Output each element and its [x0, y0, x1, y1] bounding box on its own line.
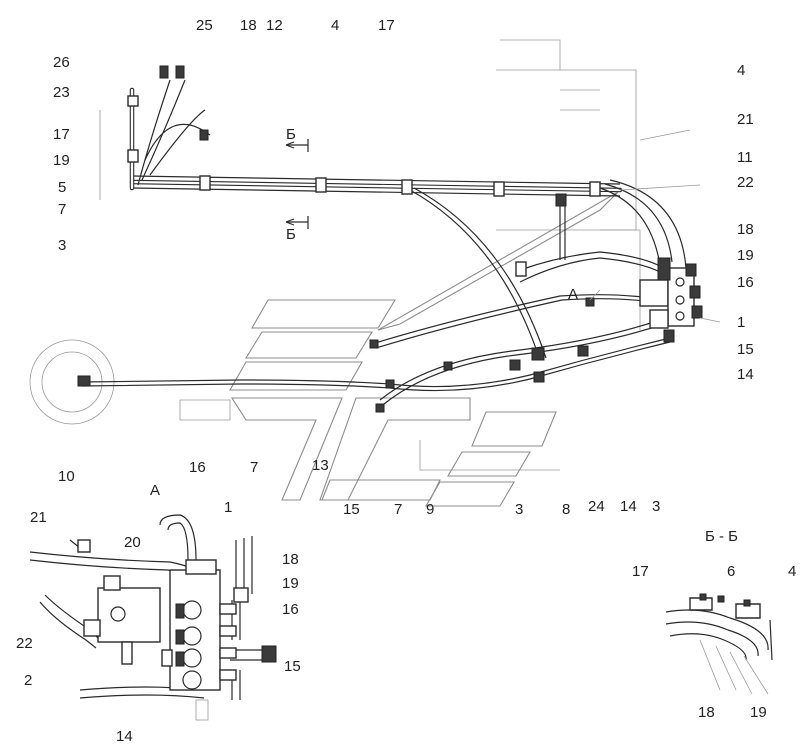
callout-24: 24	[588, 498, 605, 515]
callout-26: 26	[53, 54, 70, 71]
view-bb-callout-17: 17	[632, 563, 649, 580]
callout-17-left: 17	[53, 126, 70, 143]
callout-3-bottom: 3	[515, 501, 524, 518]
callout-4-right: 4	[737, 62, 746, 79]
callout-19-right: 19	[737, 247, 754, 264]
callout-21: 21	[737, 111, 754, 128]
callout-19: 19	[53, 152, 70, 169]
callout-7-bottom: 7	[250, 459, 259, 476]
callout-3-bottom2: 3	[652, 498, 661, 515]
callout-10: 10	[58, 468, 75, 485]
view-bb-callout-4: 4	[788, 563, 797, 580]
callout-18-right: 18	[737, 221, 754, 238]
view-a-title: А	[150, 482, 161, 499]
view-bb-callout-6: 6	[727, 563, 736, 580]
callout-17: 17	[378, 17, 395, 34]
machine-outline	[29, 39, 641, 471]
section-mark-b-bottom: Б	[286, 226, 296, 243]
view-a-callout-1: 1	[224, 499, 233, 516]
callout-13: 13	[312, 457, 329, 474]
view-bb-callout-18: 18	[698, 704, 715, 721]
callout-23: 23	[53, 84, 70, 101]
view-bb-callout-19: 19	[750, 704, 767, 721]
callout-12: 12	[266, 17, 283, 34]
view-a-marker: А	[568, 286, 579, 303]
callout-3: 3	[58, 237, 67, 254]
section-mark-b-top: Б	[286, 126, 296, 143]
callout-9: 9	[426, 501, 435, 518]
view-a-callout-14: 14	[116, 728, 133, 745]
view-a-callout-22: 22	[16, 635, 33, 652]
callout-22: 22	[737, 174, 754, 191]
section-cut-marks	[285, 139, 309, 229]
view-a-callout-16: 16	[282, 601, 299, 618]
callout-14: 14	[737, 366, 754, 383]
view-bb-title: Б - Б	[705, 528, 739, 545]
callout-15: 15	[737, 341, 754, 358]
callout-14-bottom: 14	[620, 498, 637, 515]
leader-lines	[589, 129, 721, 323]
view-a-callout-20: 20	[124, 534, 141, 551]
callout-25: 25	[196, 17, 213, 34]
callout-16: 16	[737, 274, 754, 291]
view-a-detail	[29, 514, 277, 721]
view-a-callout-18: 18	[282, 551, 299, 568]
callout-16-bottom: 16	[189, 459, 206, 476]
view-a-callout-15: 15	[284, 658, 301, 675]
callout-7: 7	[58, 201, 67, 218]
view-a-callout-2: 2	[24, 672, 33, 689]
callout-15-bottom: 15	[343, 501, 360, 518]
view-bb-detail	[665, 593, 773, 695]
callout-4: 4	[331, 17, 340, 34]
callout-5: 5	[58, 179, 67, 196]
callout-1: 1	[737, 314, 746, 331]
hose-harness-main	[77, 65, 687, 413]
callout-7-bottom2: 7	[394, 501, 403, 518]
control-valve-block	[639, 257, 703, 343]
view-a-callout-19: 19	[282, 575, 299, 592]
callout-11: 11	[737, 149, 753, 166]
callout-18: 18	[240, 17, 257, 34]
view-a-callout-21: 21	[30, 509, 47, 526]
frame-outline-shapes	[229, 191, 619, 507]
callout-8: 8	[562, 501, 571, 518]
